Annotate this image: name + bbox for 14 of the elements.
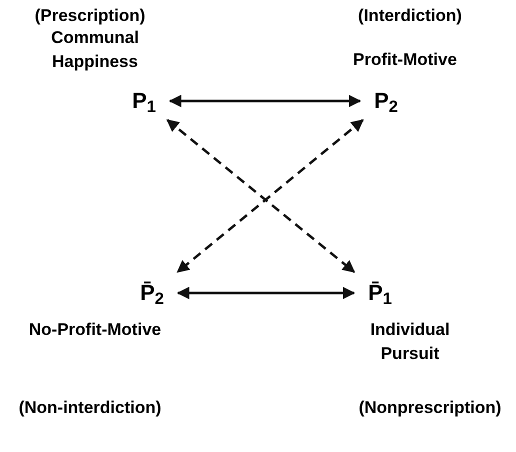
caption-text: (Non-interdiction) <box>18 397 162 419</box>
caption-text: (Prescription) <box>34 5 146 27</box>
double-arrow <box>168 94 362 108</box>
caption-text: Communal Happiness <box>50 27 140 73</box>
symbol-label: P̄$_{1}$ <box>358 276 402 310</box>
caption-text: (Nonprescription) <box>358 397 502 419</box>
caption-text: Profit-Motive <box>352 49 458 71</box>
caption-text: No-Profit-Motive <box>28 319 162 341</box>
double-arrow <box>176 286 356 300</box>
caption-text: (Interdiction) <box>357 5 463 27</box>
symbol-label: P̄$_{2}$ <box>130 276 174 310</box>
symbol-label: P$_{2}$ <box>364 86 408 116</box>
caption-text: Individual Pursuit <box>369 319 451 365</box>
symbol-label: P$_{1}$ <box>122 86 166 116</box>
